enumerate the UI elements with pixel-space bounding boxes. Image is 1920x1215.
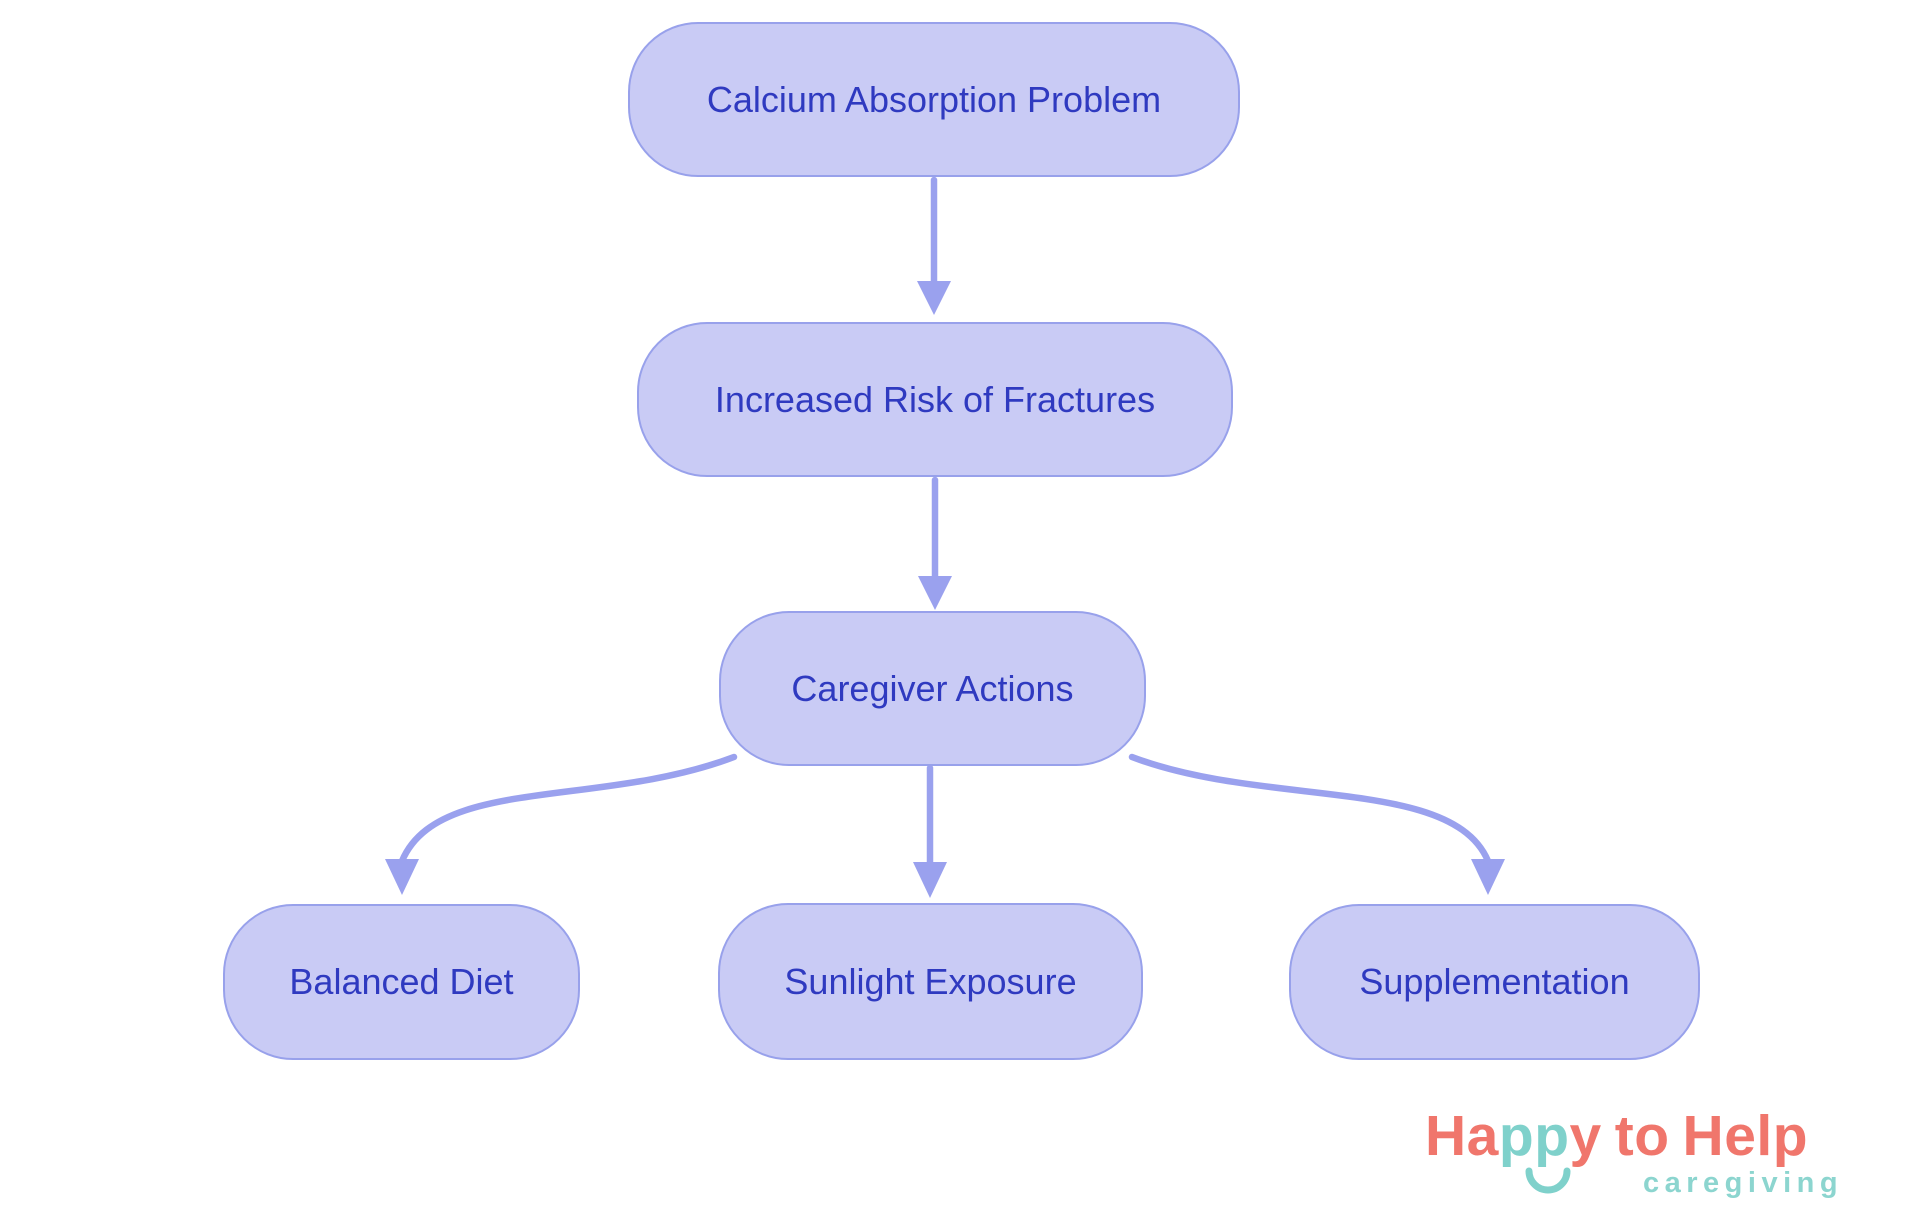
smile-icon [1525,1167,1571,1194]
logo-text-pp: pp [1498,1104,1570,1168]
arrowhead-supplement [1471,859,1505,895]
node-calcium-absorption-problem: Calcium Absorption Problem [628,22,1240,177]
node-label: Calcium Absorption Problem [706,78,1162,120]
node-increased-risk-of-fractures: Increased Risk of Fractures [637,322,1233,477]
logo-subtitle: caregiving [1643,1167,1844,1199]
node-label: Caregiver Actions [791,667,1074,709]
logo-text-ha: Ha [1425,1104,1499,1168]
edge-actions-to-supplement [1128,753,1492,865]
node-supplementation: Supplementation [1289,904,1700,1060]
arrowhead-risk [917,281,951,315]
node-caregiver-actions: Caregiver Actions [719,611,1146,766]
node-label: Balanced Diet [289,961,514,1002]
arrowhead-diet [385,859,419,895]
logo-text-help: Help [1682,1104,1809,1168]
edge-actions-to-diet [398,753,738,865]
node-label: Sunlight Exposure [784,960,1077,1002]
node-sunlight-exposure: Sunlight Exposure [718,903,1143,1060]
node-label: Supplementation [1359,961,1630,1002]
arrowhead-sunlight [913,862,947,898]
logo-text-to: to [1614,1104,1670,1168]
logo-text-y: y [1569,1104,1602,1168]
arrowhead-actions [918,576,952,610]
node-label: Increased Risk of Fractures [714,378,1156,420]
node-balanced-diet: Balanced Diet [223,904,580,1060]
